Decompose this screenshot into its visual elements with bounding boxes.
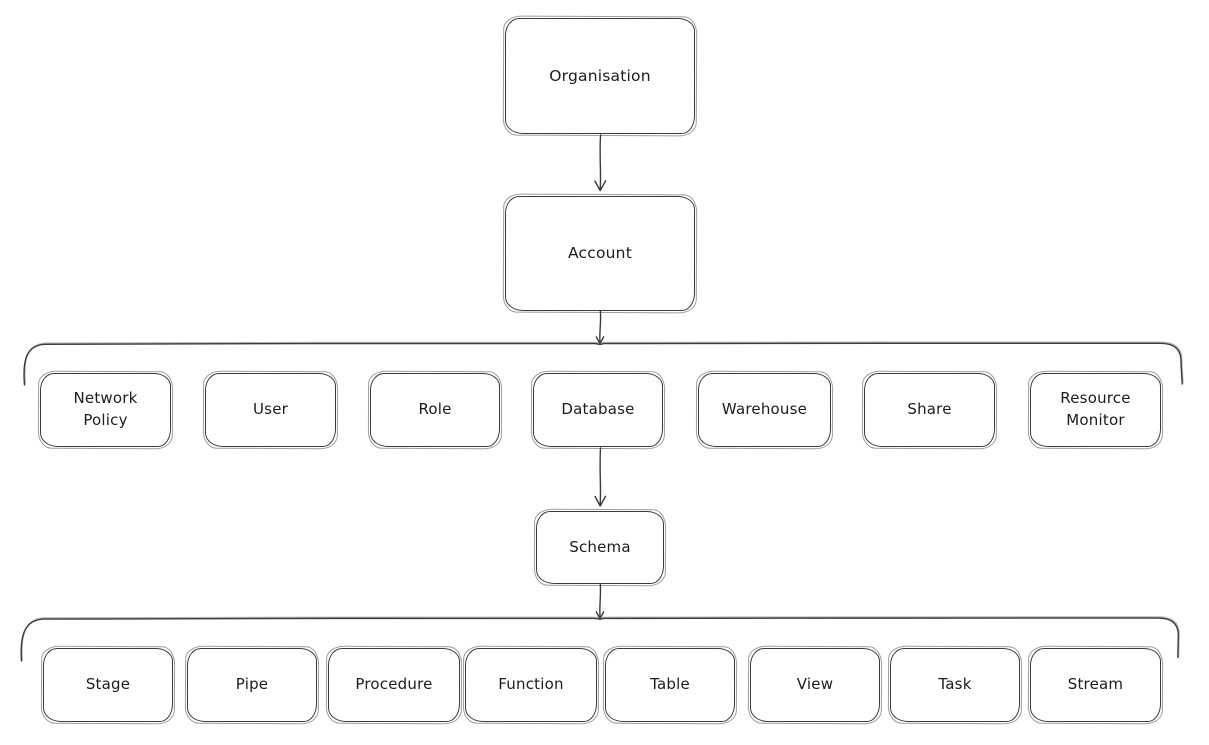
node-label: Stage	[85, 675, 131, 694]
node-label: Role	[418, 400, 452, 419]
node-view: View	[750, 648, 880, 722]
node-task: Task	[890, 648, 1020, 722]
node-user: User	[205, 373, 336, 447]
node-resource-monitor: Resource Monitor	[1030, 373, 1161, 447]
node-label: Warehouse	[721, 400, 808, 419]
node-database: Database	[533, 373, 663, 447]
node-label: Stream	[1067, 675, 1124, 694]
node-role: Role	[370, 373, 500, 447]
node-schema: Schema	[536, 511, 664, 584]
node-label: User	[253, 400, 288, 419]
arrowhead-down-icon	[594, 180, 607, 192]
node-stream: Stream	[1030, 648, 1161, 722]
node-label: View	[796, 675, 834, 694]
node-label: Pipe	[235, 675, 269, 694]
node-label: Task	[938, 675, 972, 694]
node-label: Table	[650, 675, 690, 694]
node-procedure: Procedure	[328, 648, 460, 722]
node-label: Account	[568, 244, 632, 263]
node-label: Share	[907, 400, 952, 419]
edge-database-schema	[594, 447, 607, 507]
node-share: Share	[864, 373, 995, 447]
arrowhead-down-icon	[594, 495, 607, 507]
node-stage: Stage	[43, 648, 173, 722]
node-warehouse: Warehouse	[698, 373, 831, 447]
edge-account-branch	[595, 310, 605, 344]
node-label: Function	[498, 675, 564, 694]
node-label: Database	[561, 400, 635, 419]
node-label: Organisation	[549, 66, 651, 85]
node-function: Function	[465, 648, 597, 722]
node-organisation: Organisation	[505, 18, 695, 134]
node-network-policy: Network Policy	[40, 373, 171, 447]
node-label: Procedure	[355, 675, 433, 694]
edge-organisation-account	[594, 134, 607, 192]
node-account: Account	[505, 196, 695, 311]
node-label: Schema	[569, 537, 631, 556]
node-label: Resource Monitor	[1060, 389, 1131, 429]
node-label: Network Policy	[73, 389, 138, 429]
node-pipe: Pipe	[187, 648, 317, 722]
node-table: Table	[605, 648, 735, 722]
edge-schema-branch	[595, 583, 605, 619]
